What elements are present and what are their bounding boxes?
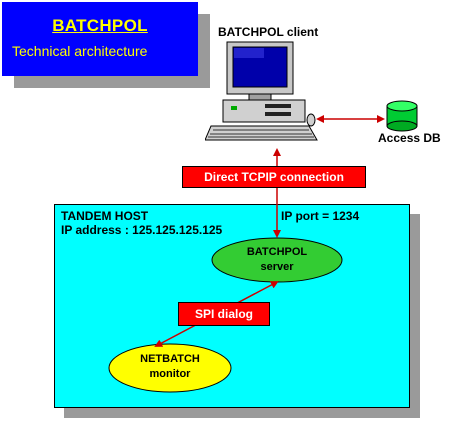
host-ip-address: IP address : 125.125.125.125: [61, 223, 223, 237]
monitor-label: NETBATCH monitor: [108, 352, 232, 382]
database-icon: [386, 100, 418, 132]
server-label-line1: BATCHPOL: [246, 246, 308, 258]
host-name: TANDEM HOST: [61, 209, 149, 223]
title-main: BATCHPOL: [52, 16, 148, 35]
database-label: Access DB: [378, 131, 441, 145]
server-label-line2: server: [260, 261, 294, 273]
monitor-label-line2: monitor: [149, 368, 191, 380]
dialog-label: SPI dialog: [178, 302, 270, 326]
host-ip-port: IP port = 1234: [281, 209, 360, 223]
computer-icon: [205, 41, 318, 141]
title-box: BATCHPOL Technical architecture: [2, 2, 198, 76]
title-subtitle: Technical architecture: [12, 43, 148, 59]
connection-label: Direct TCPIP connection: [182, 166, 366, 188]
client-label: BATCHPOL client: [218, 25, 319, 39]
server-label: BATCHPOL server: [211, 245, 343, 275]
monitor-label-line1: NETBATCH: [140, 353, 200, 365]
